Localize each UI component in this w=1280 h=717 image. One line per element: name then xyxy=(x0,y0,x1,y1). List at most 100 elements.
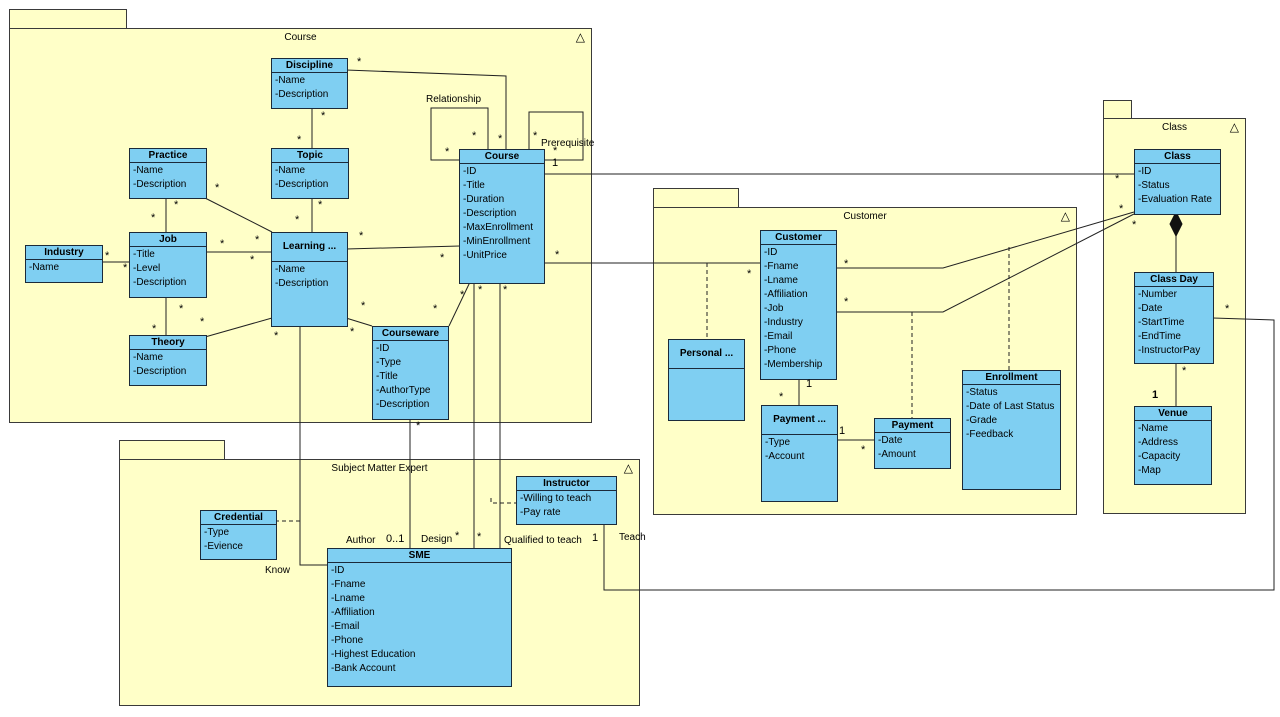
class-course[interactable]: Course -ID -Title -Duration -Description… xyxy=(459,149,545,284)
class-attribute: -UnitPrice xyxy=(463,250,507,261)
class-name: Instructor xyxy=(517,477,616,491)
class-topic[interactable]: Topic -Name -Description xyxy=(271,148,349,199)
class-attribute: -Feedback xyxy=(966,429,1014,440)
multiplicity: * xyxy=(533,130,538,142)
multiplicity: * xyxy=(179,303,184,315)
multiplicity: * xyxy=(250,254,255,266)
multiplicity: * xyxy=(123,262,128,274)
class-theory[interactable]: Theory -Name -Description xyxy=(129,335,207,386)
class-venue[interactable]: Venue -Name -Address -Capacity -Map xyxy=(1134,406,1212,485)
class-attributes: -Name -Description xyxy=(130,163,206,193)
class-sme[interactable]: SME -ID -Fname -Lname -Affiliation -Emai… xyxy=(327,548,512,687)
package-triangle-icon: △ xyxy=(575,30,585,44)
multiplicity: * xyxy=(357,56,362,68)
class-attribute: -MaxEnrollment xyxy=(463,222,534,233)
class-attribute: -Evience xyxy=(204,541,243,552)
package-class-title: Class xyxy=(1161,122,1187,133)
class-attribute: -Phone xyxy=(331,635,364,646)
class-attribute: -Email xyxy=(764,331,793,342)
class-discipline[interactable]: Discipline -Name -Description xyxy=(271,58,348,109)
class-attribute: -Title xyxy=(133,249,155,260)
multiplicity: 1 xyxy=(592,532,599,544)
multiplicity: * xyxy=(215,182,220,194)
class-payment-method[interactable]: Payment ... -Type -Account xyxy=(761,405,838,502)
class-attributes: -Willing to teach -Pay rate xyxy=(517,491,616,521)
class-attribute: -AuthorType xyxy=(376,385,431,396)
class-name: Course xyxy=(460,150,544,164)
class-attributes: -Date -Amount xyxy=(875,433,950,463)
package-customer-title: Customer xyxy=(843,211,887,222)
multiplicity: * xyxy=(151,212,156,224)
multiplicity: * xyxy=(220,238,225,250)
multiplicity: * xyxy=(1132,219,1137,231)
class-name: Class xyxy=(1135,150,1220,164)
class-learning[interactable]: Learning ... -Name -Description xyxy=(271,232,348,327)
multiplicity: * xyxy=(297,134,302,146)
class-attribute: -Name xyxy=(1138,423,1169,434)
class-attribute: -Date xyxy=(878,435,903,446)
class-attribute: -Fname xyxy=(764,261,799,272)
multiplicity: 1 xyxy=(839,425,846,437)
multiplicity: * xyxy=(844,296,849,308)
multiplicity: 1 xyxy=(1152,389,1159,401)
class-practice[interactable]: Practice -Name -Description xyxy=(129,148,207,199)
class-attribute: -Description xyxy=(275,179,329,190)
class-attributes: -Name -Description xyxy=(272,262,347,292)
class-attribute: -Level xyxy=(133,263,161,274)
class-attribute: -Name xyxy=(29,262,60,273)
class-attributes: -Name -Address -Capacity -Map xyxy=(1135,421,1211,479)
multiplicity: 1 xyxy=(806,378,813,390)
multiplicity: * xyxy=(174,199,179,211)
multiplicity: * xyxy=(503,284,508,296)
class-attribute: -Duration xyxy=(463,194,505,205)
class-customer[interactable]: Customer -ID -Fname -Lname -Affiliation … xyxy=(760,230,837,380)
class-attributes: -Status -Date of Last Status -Grade -Fee… xyxy=(963,385,1060,443)
class-attributes: -Name -Description xyxy=(272,163,348,193)
class-attribute: -Name xyxy=(133,352,164,363)
class-attribute: -Affiliation xyxy=(764,289,808,300)
class-courseware[interactable]: Courseware -ID -Type -Title -AuthorType … xyxy=(372,326,449,420)
class-job[interactable]: Job -Title -Level -Description xyxy=(129,232,207,298)
class-name: Payment ... xyxy=(762,406,837,435)
multiplicity: * xyxy=(359,230,364,242)
class-attribute: -EndTime xyxy=(1138,331,1181,342)
class-attribute: -Date xyxy=(1138,303,1163,314)
label-relationship: Relationship xyxy=(426,94,482,105)
class-attribute: -Name xyxy=(275,75,306,86)
multiplicity: * xyxy=(440,252,445,264)
class-classday[interactable]: Class Day -Number -Date -StartTime -EndT… xyxy=(1134,272,1214,364)
class-attribute: -Number xyxy=(1138,289,1177,300)
class-attributes: -Name xyxy=(26,260,102,276)
class-credential[interactable]: Credential -Type -Evience xyxy=(200,510,277,560)
class-attribute: -ID xyxy=(331,565,345,576)
class-name: Class Day xyxy=(1135,273,1213,287)
class-attribute: -InstructorPay xyxy=(1138,345,1201,356)
class-attribute: -Description xyxy=(133,366,187,377)
class-name: Theory xyxy=(130,336,206,350)
class-enrollment[interactable]: Enrollment -Status -Date of Last Status … xyxy=(962,370,1061,490)
class-attribute: -Description xyxy=(275,89,329,100)
class-name: Customer xyxy=(761,231,836,245)
class-name: Payment xyxy=(875,419,950,433)
multiplicity: * xyxy=(1115,173,1120,185)
class-attribute: -Address xyxy=(1138,437,1179,448)
class-attribute: -Evaluation Rate xyxy=(1138,194,1212,205)
class-payment[interactable]: Payment -Date -Amount xyxy=(874,418,951,469)
class-attribute: -Job xyxy=(764,303,784,314)
class-attribute: -ID xyxy=(463,166,477,177)
multiplicity: * xyxy=(498,133,503,145)
class-attribute: -Date of Last Status xyxy=(966,401,1055,412)
class-industry[interactable]: Industry -Name xyxy=(25,245,103,283)
class-attribute: -ID xyxy=(376,343,390,354)
class-personal[interactable]: Personal ... xyxy=(668,339,745,421)
class-name: SME xyxy=(328,549,511,563)
class-instructor[interactable]: Instructor -Willing to teach -Pay rate xyxy=(516,476,617,525)
class-name: Venue xyxy=(1135,407,1211,421)
class-class[interactable]: Class -ID -Status -Evaluation Rate xyxy=(1134,149,1221,215)
class-name: Practice xyxy=(130,149,206,163)
multiplicity: * xyxy=(844,258,849,270)
label-author: Author xyxy=(346,535,376,546)
class-attribute: -ID xyxy=(1138,166,1152,177)
class-attribute: -Phone xyxy=(764,345,797,356)
multiplicity: * xyxy=(321,110,326,122)
